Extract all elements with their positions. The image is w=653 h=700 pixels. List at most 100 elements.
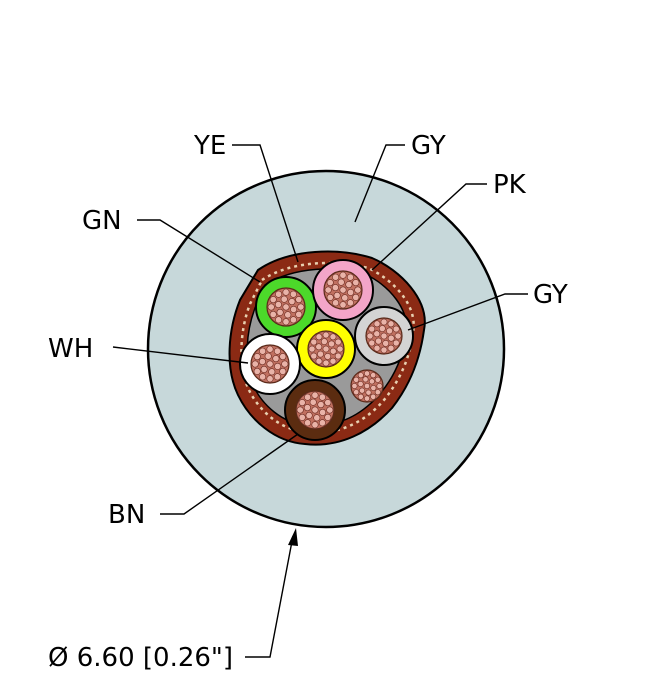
strand-dot <box>376 382 383 389</box>
strand-dot <box>373 330 381 338</box>
strand-dot <box>392 325 400 333</box>
strand-dot <box>280 295 288 303</box>
strand-dot <box>337 278 345 286</box>
strand-dot <box>253 353 261 361</box>
strand-dot <box>319 408 327 416</box>
strand-dot <box>326 279 334 287</box>
strand-dot <box>346 273 354 281</box>
strand-dot <box>324 286 332 294</box>
strand-dot <box>368 339 376 347</box>
strand-dot <box>267 303 275 311</box>
strand-dot <box>298 413 306 421</box>
strand-dot <box>320 338 328 345</box>
strand-dot <box>272 355 280 363</box>
strand-dot <box>352 279 360 287</box>
strand-dot <box>382 339 390 347</box>
strand-dot <box>289 316 297 324</box>
strand-dot <box>374 389 381 396</box>
leader-gy-right <box>407 293 528 331</box>
leader-gn <box>137 219 261 283</box>
strand-dot <box>326 406 334 414</box>
strand-dot <box>387 320 395 328</box>
strand-dot <box>317 401 325 409</box>
strand-dot <box>260 365 268 373</box>
strand-dot <box>353 376 360 383</box>
strand-dot <box>266 360 274 368</box>
strand-dot <box>380 332 388 340</box>
strand-dot <box>279 353 287 361</box>
strand-dot <box>296 406 304 414</box>
strand-dot <box>276 308 284 316</box>
strand-dot <box>370 372 377 379</box>
leader-gy-top <box>354 144 405 223</box>
strand-dot <box>318 393 326 401</box>
strand-dot <box>336 345 344 353</box>
strand-dot <box>253 367 261 375</box>
label-gn: GN <box>82 206 122 236</box>
strand-dot <box>365 389 372 396</box>
label-pk: PK <box>493 170 527 200</box>
strand-dot <box>259 347 267 355</box>
strand-dot <box>378 325 386 332</box>
leader-wh <box>112 346 249 364</box>
strand-dot <box>284 311 292 319</box>
label-wh: WH <box>48 334 93 364</box>
strand-dot <box>266 375 274 383</box>
strand-dot <box>334 338 342 346</box>
strand-dot <box>363 370 370 377</box>
strand-dot <box>363 395 370 402</box>
strand-dot <box>258 358 266 366</box>
strand-dot <box>315 333 323 341</box>
strand-dot <box>341 294 349 302</box>
strand-dot <box>303 404 311 412</box>
strand-dot <box>324 413 332 421</box>
label-diameter: Ø 6.60 [0.26"] <box>48 643 233 673</box>
strand-dot <box>297 303 305 311</box>
strand-dot <box>251 360 259 368</box>
strand-dot <box>322 345 330 353</box>
strand-dot <box>346 299 354 307</box>
strand-dot <box>357 372 364 379</box>
strand-dot <box>375 337 382 345</box>
strand-dot <box>328 340 335 348</box>
strand-dot <box>274 362 282 370</box>
strand-dot <box>275 316 283 324</box>
label-ye: YE <box>193 131 226 161</box>
strand-dot <box>298 399 306 407</box>
leader-pk <box>371 183 487 271</box>
strand-dot <box>304 393 312 401</box>
strand-dot <box>359 387 366 394</box>
strand-dot <box>334 352 342 360</box>
strand-dot <box>311 391 319 399</box>
strand-dot <box>324 399 332 407</box>
strand-dot <box>282 318 290 326</box>
strand-dot <box>347 288 355 296</box>
strand-dot <box>387 344 395 352</box>
strand-dot <box>332 273 340 281</box>
strand-dot <box>308 345 316 353</box>
conductor-strands <box>251 271 402 429</box>
strand-dot <box>266 345 274 353</box>
strand-dot <box>373 344 381 352</box>
strand-dot <box>279 367 287 375</box>
strand-dot <box>315 343 323 351</box>
strand-dot <box>329 347 337 355</box>
strand-dot <box>362 376 369 383</box>
strand-dot <box>357 380 364 387</box>
strand-dot <box>311 421 319 429</box>
strand-dot <box>304 419 312 427</box>
strand-dot <box>273 347 281 355</box>
strand-dot <box>368 378 375 385</box>
strand-dot <box>259 373 267 381</box>
strand-dot <box>352 293 360 301</box>
strand-dot <box>332 299 340 307</box>
strand-dot <box>313 414 321 422</box>
strand-dot <box>351 382 358 389</box>
strand-dot <box>370 384 377 391</box>
strand-dot <box>394 332 402 340</box>
strand-dot <box>339 271 347 279</box>
shield-inner-edge <box>240 261 415 434</box>
strand-dot <box>345 281 353 289</box>
diameter-arrowhead <box>288 528 298 546</box>
